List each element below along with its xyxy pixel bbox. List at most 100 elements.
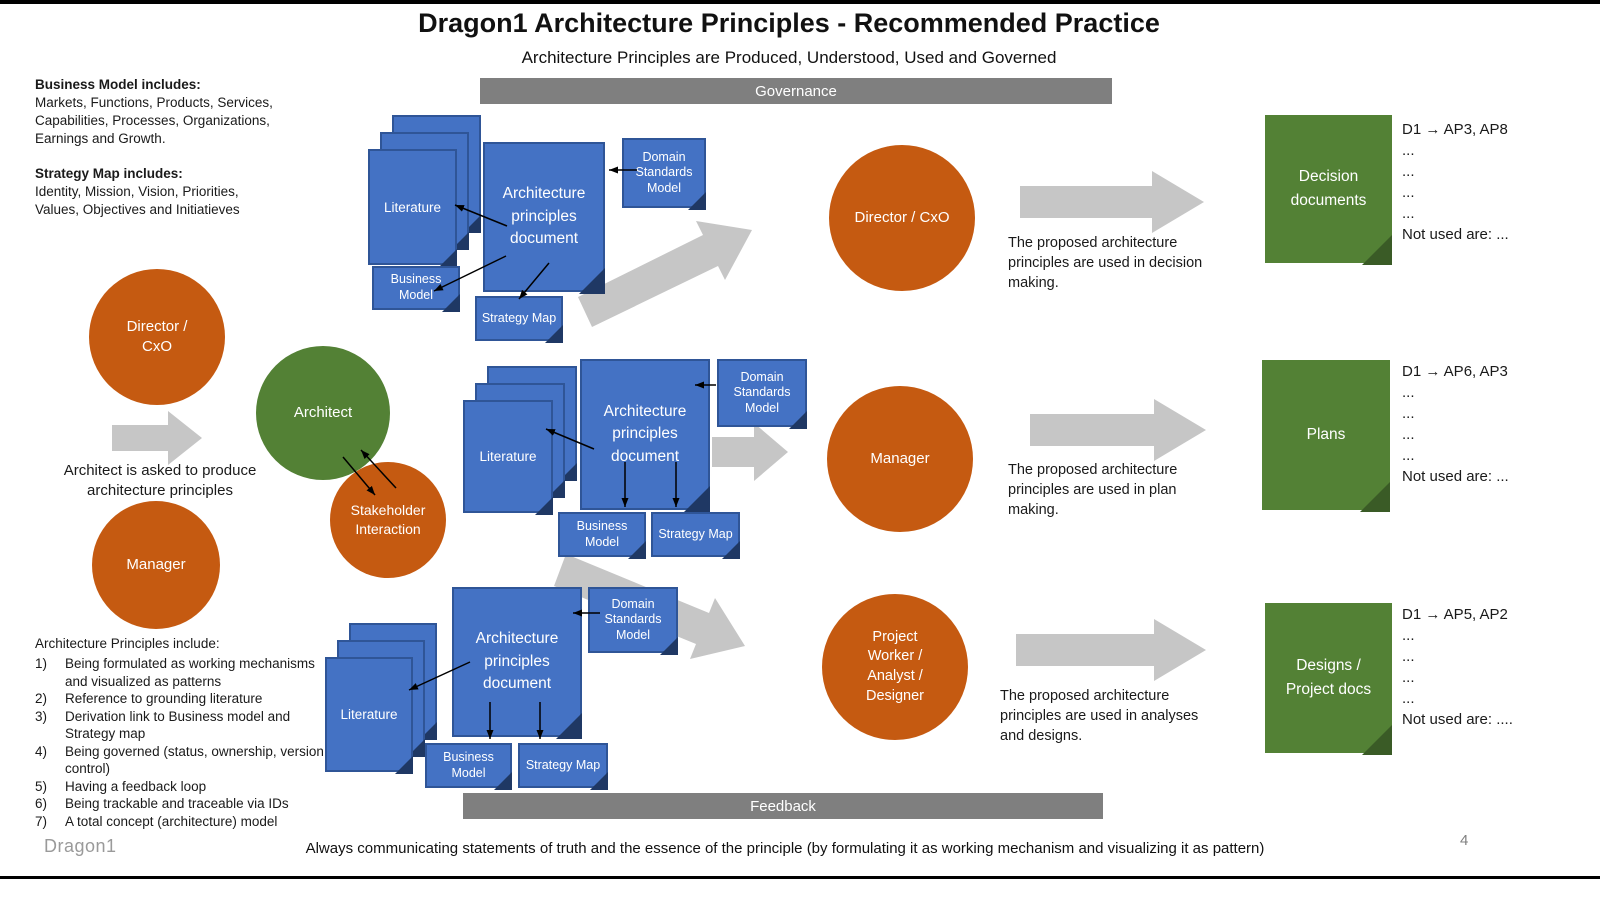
business-model-includes-heading: Business Model includes: bbox=[35, 77, 201, 92]
domain-label: Domain Standards Model bbox=[635, 149, 693, 195]
item-number: 5) bbox=[35, 778, 48, 794]
governance-bar: Governance bbox=[480, 78, 1112, 104]
circle-director-cxo-right: Director / CxO bbox=[829, 145, 975, 291]
item-text: Being trackable and traceable via IDs bbox=[65, 796, 289, 811]
mapping-line: Not used are: ... bbox=[1402, 468, 1509, 485]
architecture-principles-document-row2: Architecture principles document bbox=[580, 359, 710, 510]
mapping-line: ... bbox=[1402, 426, 1415, 443]
mapping-line: ... bbox=[1402, 142, 1415, 159]
mapping-line: ... bbox=[1402, 384, 1415, 401]
document-label: Architecture principles document bbox=[502, 185, 586, 248]
circle-manager-right: Manager bbox=[827, 386, 973, 532]
circle-label: Manager bbox=[126, 555, 186, 573]
item-number: 4) bbox=[35, 743, 48, 759]
strategy-map-note-row1: Strategy Map bbox=[475, 296, 563, 341]
strategy-map-includes: Strategy Map includes: Identity, Mission… bbox=[35, 165, 270, 219]
flow-arrow bbox=[712, 423, 788, 481]
circle-manager-left: Manager bbox=[92, 501, 220, 629]
domain-label: Domain Standards Model bbox=[604, 596, 662, 642]
mapping-line: D1 → AP3, AP8 bbox=[1402, 121, 1508, 138]
literature-label: Literature bbox=[479, 449, 537, 464]
item-text: Being formulated as working mechanisms a… bbox=[65, 656, 315, 689]
architecture-principles-include: Architecture Principles include: 1)Being… bbox=[35, 635, 340, 830]
business-model-includes: Business Model includes: Markets, Functi… bbox=[35, 76, 293, 148]
literature-stack-row2: Literature bbox=[463, 400, 553, 513]
mapping-line: ... bbox=[1402, 669, 1415, 686]
mapping-line: ... bbox=[1402, 405, 1415, 422]
page-title: Dragon1 Architecture Principles - Recomm… bbox=[418, 8, 1160, 38]
item-number: 7) bbox=[35, 813, 48, 829]
mapping-line: Not used are: ... bbox=[1402, 226, 1509, 243]
flow-arrow bbox=[112, 411, 202, 465]
strategy-label: Strategy Map bbox=[481, 310, 557, 325]
footer-note: Always communicating statements of truth… bbox=[305, 840, 1265, 857]
business-model-note-row3: Business Model bbox=[425, 743, 512, 788]
output-mapping-row1: D1 → AP3, AP8 ... ... ... ... Not used a… bbox=[1402, 119, 1509, 245]
plans-note: Plans bbox=[1262, 360, 1390, 510]
circle-label: Project Worker / Analyst / Designer bbox=[865, 628, 925, 704]
principles-item: 7) A total concept (architecture) model bbox=[35, 813, 340, 831]
business-label: Business Model bbox=[443, 749, 494, 780]
page-subtitle: Architecture Principles are Produced, Un… bbox=[521, 48, 1057, 67]
strategy-map-note-row3: Strategy Map bbox=[518, 743, 608, 788]
business-model-includes-body: Markets, Functions, Products, Services, … bbox=[35, 95, 273, 146]
literature-stack-row3: Literature bbox=[325, 657, 413, 772]
circle-project-worker: Project Worker / Analyst / Designer bbox=[822, 594, 968, 740]
domain-standards-note-row1: Domain Standards Model bbox=[622, 138, 706, 208]
decision-documents-note: Decision documents bbox=[1265, 115, 1392, 263]
caption-decision-making: The proposed architecture principles are… bbox=[1008, 235, 1203, 291]
principles-item: 6) Being trackable and traceable via IDs bbox=[35, 795, 340, 813]
mapping-line: ... bbox=[1402, 184, 1415, 201]
business-label: Business Model bbox=[390, 272, 442, 302]
item-number: 6) bbox=[35, 796, 48, 811]
item-text: Reference to grounding literature bbox=[65, 691, 263, 706]
document-label: Architecture principles document bbox=[603, 402, 687, 465]
strategy-map-includes-heading: Strategy Map includes: bbox=[35, 166, 183, 181]
item-text: Derivation link to Business model and St… bbox=[65, 708, 291, 742]
domain-standards-note-row2: Domain Standards Model bbox=[717, 359, 807, 427]
principles-item: 4) Being governed (status, ownership, ver… bbox=[35, 743, 340, 778]
literature-label: Literature bbox=[383, 199, 442, 215]
caption-architect-asked: Architect is asked to produce architectu… bbox=[63, 462, 257, 499]
item-text: Having a feedback loop bbox=[65, 778, 207, 794]
literature-label: Literature bbox=[340, 707, 398, 722]
business-model-note-row2: Business Model bbox=[558, 512, 646, 557]
principles-heading: Architecture Principles include: bbox=[35, 636, 220, 651]
mapping-line: ... bbox=[1402, 163, 1415, 180]
mapping-line: Not used are: .... bbox=[1402, 711, 1513, 728]
strategy-label: Strategy Map bbox=[658, 526, 733, 541]
strategy-label: Strategy Map bbox=[525, 757, 601, 772]
principles-item: 2) Reference to grounding literature bbox=[35, 690, 340, 708]
page-number: 4 bbox=[1460, 832, 1469, 849]
item-number: 2) bbox=[35, 691, 48, 706]
designs-project-docs-note: Designs / Project docs bbox=[1265, 603, 1392, 753]
feedback-bar-label: Feedback bbox=[750, 797, 816, 815]
literature-stack-row1: Literature bbox=[368, 149, 457, 265]
feedback-bar: Feedback bbox=[463, 793, 1103, 819]
dragon1-logo: Dragon1 bbox=[44, 836, 117, 856]
principles-item: 1)Being formulated as working mechanisms… bbox=[35, 655, 340, 690]
domain-label: Domain Standards Model bbox=[733, 369, 791, 415]
principles-item: 3) Derivation link to Business model and … bbox=[35, 708, 340, 743]
mapping-line: ... bbox=[1402, 447, 1415, 464]
mapping-line: ... bbox=[1402, 648, 1415, 665]
circle-label: Stakeholder Interaction bbox=[350, 502, 426, 537]
caption-analyses-designs: The proposed architecture principles are… bbox=[1000, 688, 1199, 744]
strategy-map-note-row2: Strategy Map bbox=[651, 512, 740, 557]
output-mapping-row2: D1 → AP6, AP3 ... ... ... ... Not used a… bbox=[1402, 361, 1509, 487]
circle-label: Manager bbox=[870, 449, 930, 467]
document-label: Architecture principles document bbox=[475, 630, 559, 693]
circle-director-cxo-left: Director / CxO bbox=[89, 269, 225, 405]
caption-plan-making: The proposed architecture principles are… bbox=[1008, 462, 1178, 518]
architecture-principles-document-row1: Architecture principles document bbox=[483, 142, 605, 292]
mapping-line: ... bbox=[1402, 205, 1415, 222]
business-label: Business Model bbox=[576, 518, 628, 549]
circle-label: Director / CxO bbox=[854, 208, 950, 226]
item-text: A total concept (architecture) model bbox=[65, 813, 278, 829]
item-number: 3) bbox=[35, 708, 48, 724]
mapping-line: ... bbox=[1402, 690, 1415, 707]
item-text: Being governed (status, ownership, versi… bbox=[65, 743, 324, 777]
note-label: Decision documents bbox=[1290, 167, 1367, 209]
mapping-line: D1 → AP5, AP2 bbox=[1402, 606, 1508, 623]
